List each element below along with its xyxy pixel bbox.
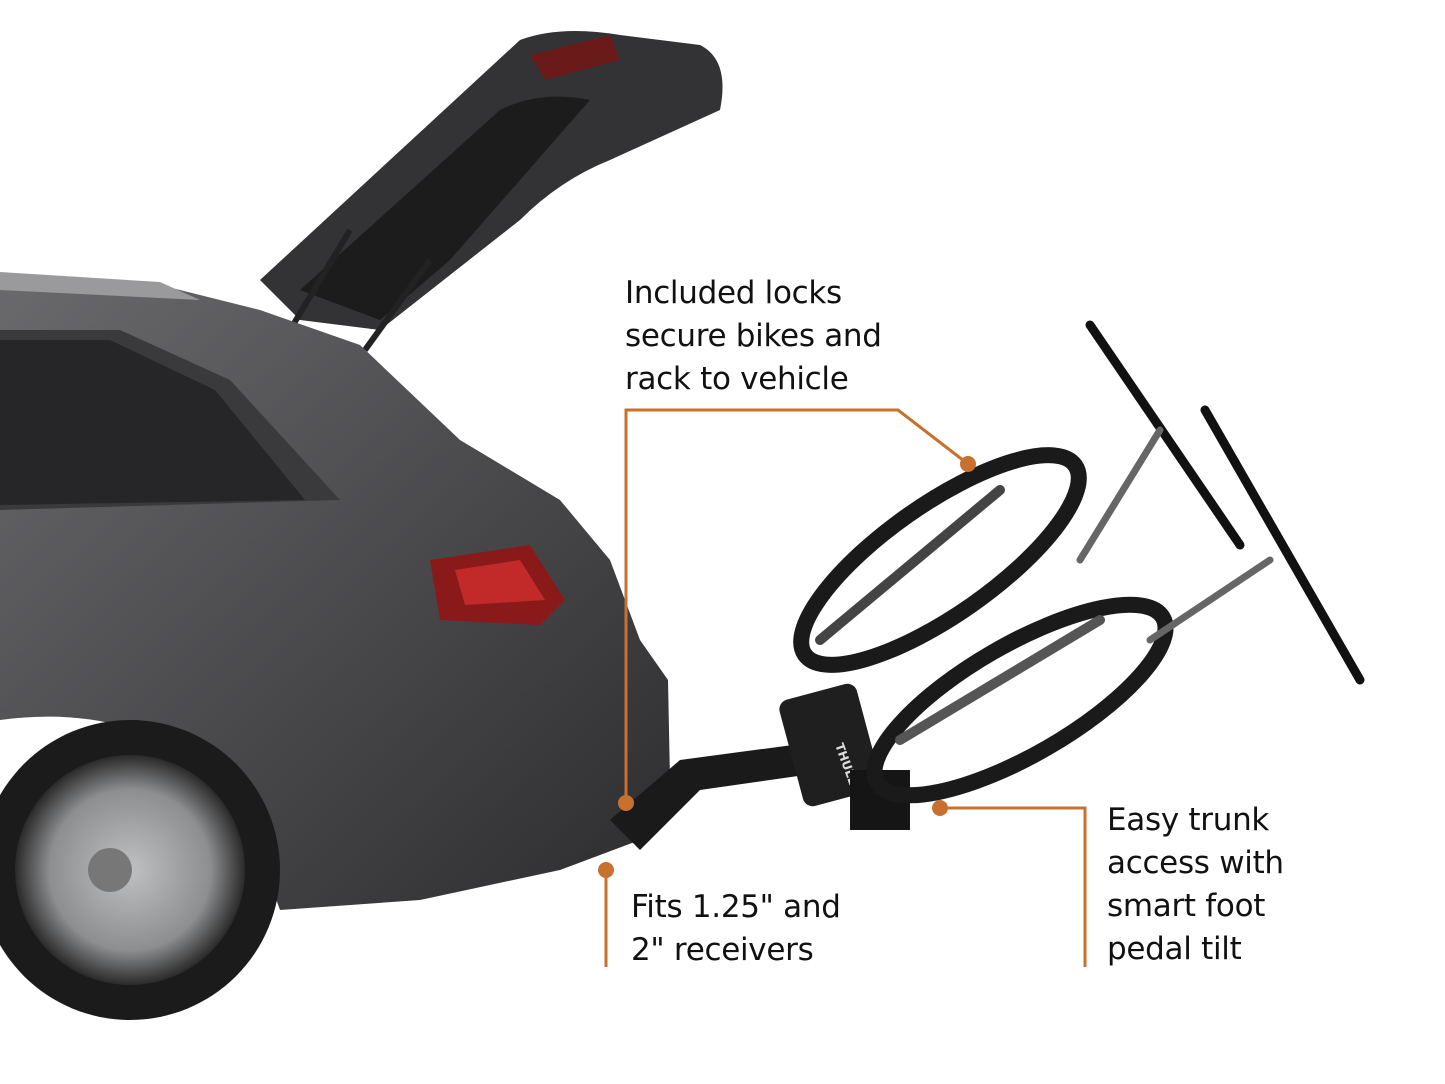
callout-dot-trunk [932, 800, 948, 816]
callout-dot-receivers [598, 862, 614, 878]
callout-receivers: Fits 1.25" and 2" receivers [631, 886, 841, 972]
bikes [793, 320, 1365, 804]
callout-line: Easy trunk [1107, 802, 1270, 838]
callout-line: rack to vehicle [625, 361, 849, 397]
car [0, 272, 670, 1020]
open-tailgate [260, 31, 723, 352]
callout-line: smart foot [1107, 888, 1266, 924]
callout-line: Fits 1.25" and [631, 889, 841, 925]
callout-locks: Included locks secure bikes and rack to … [625, 272, 882, 401]
callout-lines [604, 408, 1087, 967]
callout-trunk: Easy trunk access with smart foot pedal … [1107, 799, 1284, 971]
callout-dot-locks-bikes [960, 456, 976, 472]
callout-line: Included locks [625, 275, 842, 311]
callout-dot-locks-vehicle [618, 795, 634, 811]
callout-line: 2" receivers [631, 932, 814, 968]
callout-line: secure bikes and [625, 318, 882, 354]
callout-line: access with [1107, 845, 1284, 881]
callout-line: pedal tilt [1107, 931, 1242, 967]
